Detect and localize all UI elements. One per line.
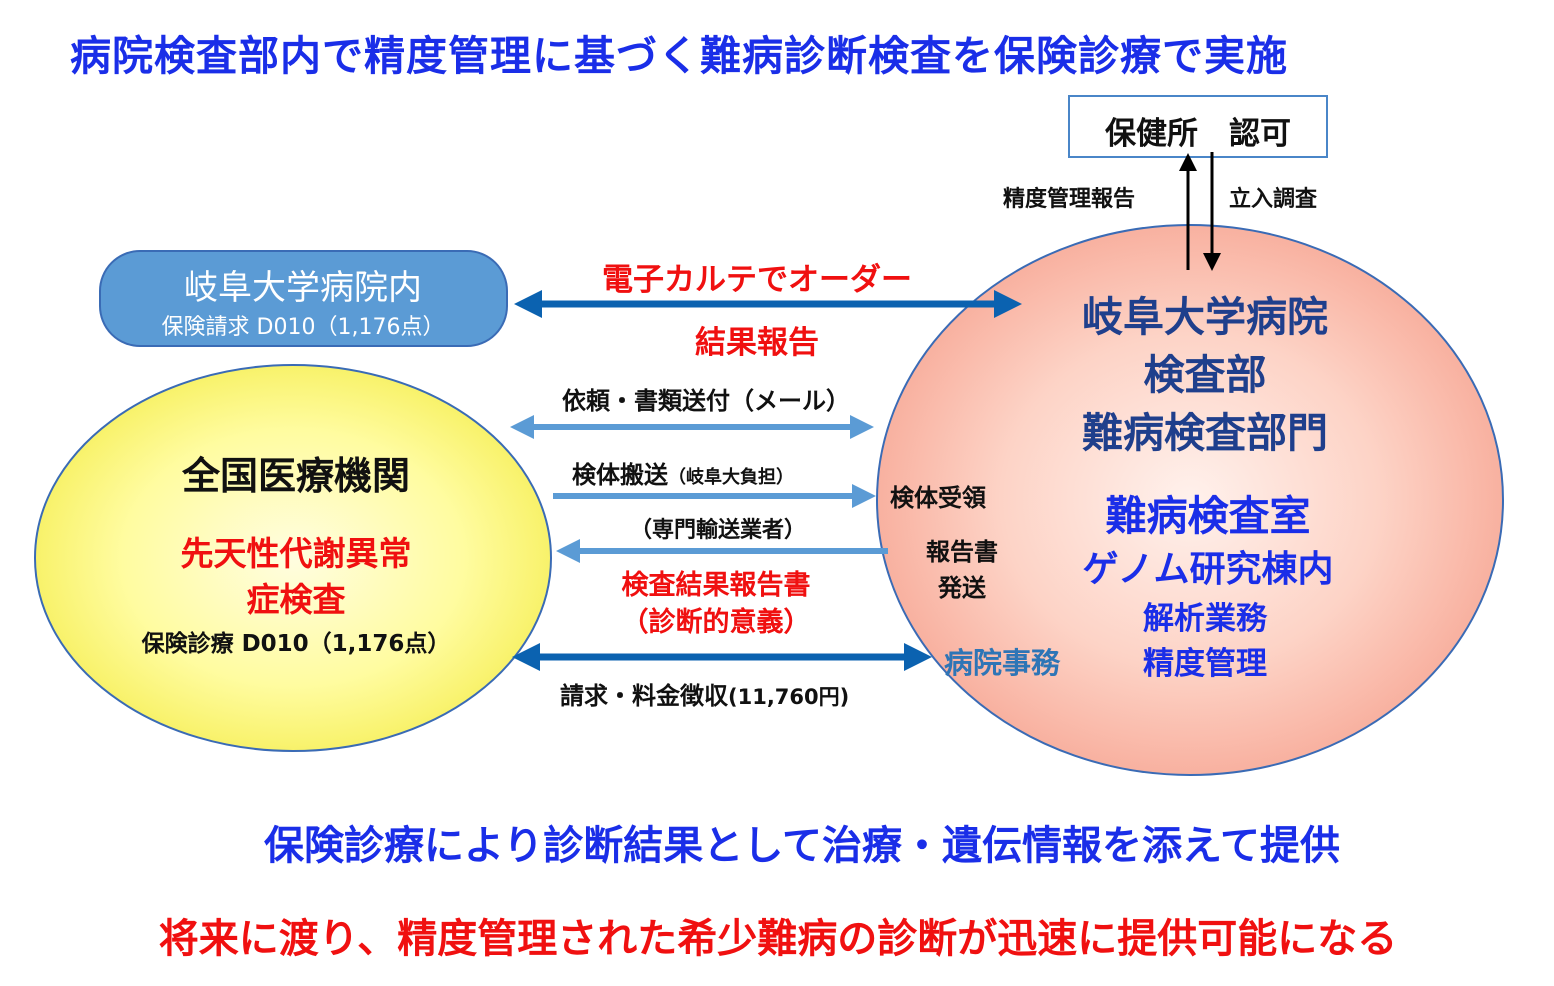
hospital-internal-subtitle: 保険請求 D010（1,176点） <box>161 315 445 340</box>
report-label: 精度管理報告 <box>1003 187 1136 212</box>
lab-room-title: 難病検査室 <box>1105 492 1311 540</box>
result-label: 結果報告 <box>695 325 819 361</box>
transport-label: 検体搬送（岐阜大負担） <box>572 455 794 490</box>
transport-main: 検体搬送 <box>572 461 668 489</box>
health-center-box <box>1068 95 1328 158</box>
gifu-lab-title-3: 難病検査部門 <box>1082 409 1328 457</box>
request-label: 依頼・書類送付（メール） <box>562 387 850 415</box>
office-label: 病院事務 <box>944 646 1061 680</box>
report-send-line2: 発送 <box>938 574 986 602</box>
courier-label: （専門輸送業者） <box>629 518 807 543</box>
order-label: 電子カルテでオーダー <box>602 262 912 298</box>
report-meaning-label: （診断的意義） <box>621 607 811 638</box>
billing-amount: (11,760円) <box>728 685 850 709</box>
conclusion-2: 将来に渡り、精度管理された希少難病の診断が迅速に提供可能になる <box>158 916 1398 962</box>
hospital-internal-title: 岐阜大学病院内 <box>184 268 422 308</box>
national-ellipse <box>34 364 552 752</box>
national-test-line2: 症検査 <box>246 580 346 619</box>
page-title: 病院検査部内で精度管理に基づく難病診断検査を保険診療で実施 <box>70 32 1288 80</box>
lab-room-location: ゲノム研究棟内 <box>1082 549 1334 590</box>
receive-label: 検体受領 <box>890 484 986 512</box>
gifu-lab-circle <box>876 224 1504 776</box>
lab-task-analysis: 解析業務 <box>1143 601 1267 637</box>
conclusion-1: 保険診療により診断結果として治療・遺伝情報を添えて提供 <box>264 823 1340 869</box>
transport-note: （岐阜大負担） <box>668 467 794 488</box>
lab-task-quality: 精度管理 <box>1143 646 1267 682</box>
gifu-lab-title-2: 検査部 <box>1143 351 1267 399</box>
gifu-lab-title-1: 岐阜大学病院 <box>1082 293 1328 341</box>
national-insurance: 保険診療 D010（1,176点） <box>141 631 451 657</box>
report-doc-label: 検査結果報告書 <box>621 570 811 601</box>
billing-label: 請求・料金徴収(11,760円) <box>560 676 849 711</box>
health-center-label: 保健所 認可 <box>1105 116 1291 152</box>
inspection-label: 立入調査 <box>1229 187 1318 212</box>
report-send-line1: 報告書 <box>926 538 998 566</box>
billing-main: 請求・料金徴収 <box>560 682 728 710</box>
national-title: 全国医療機関 <box>181 454 411 498</box>
hospital-internal-box <box>99 250 508 347</box>
national-test-line1: 先天性代謝異常 <box>180 534 412 573</box>
